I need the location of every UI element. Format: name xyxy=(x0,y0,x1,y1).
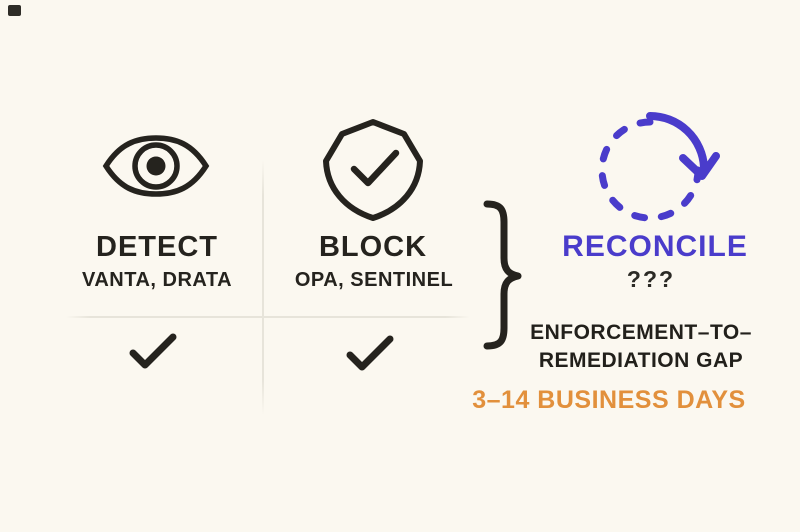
block-tools: OPA, SENTINEL xyxy=(294,269,454,291)
detect-title: DETECT xyxy=(96,231,218,263)
corner-artifact-mark xyxy=(8,5,21,16)
detect-tools: VANTA, DRATA xyxy=(81,269,233,291)
block-check-icon xyxy=(346,335,394,371)
block-title: BLOCK xyxy=(318,231,428,263)
curly-brace xyxy=(483,200,522,350)
reconcile-tools: ??? xyxy=(626,266,676,292)
shield-check-icon xyxy=(323,119,423,221)
column-divider-line xyxy=(262,160,264,415)
eye-icon xyxy=(102,135,210,197)
gap-label-line1: ENFORCEMENT–TO– xyxy=(530,321,752,344)
row-divider-line xyxy=(66,316,470,318)
cycle-arrow-icon xyxy=(598,112,720,222)
gap-label-line2: REMEDIATION GAP xyxy=(538,349,744,372)
reconcile-title: RECONCILE xyxy=(562,230,748,263)
gap-duration: 3–14 BUSINESS DAYS xyxy=(472,386,746,414)
gap-label: ENFORCEMENT–TO– REMEDIATION GAP xyxy=(516,319,766,375)
detect-check-icon xyxy=(129,333,177,369)
